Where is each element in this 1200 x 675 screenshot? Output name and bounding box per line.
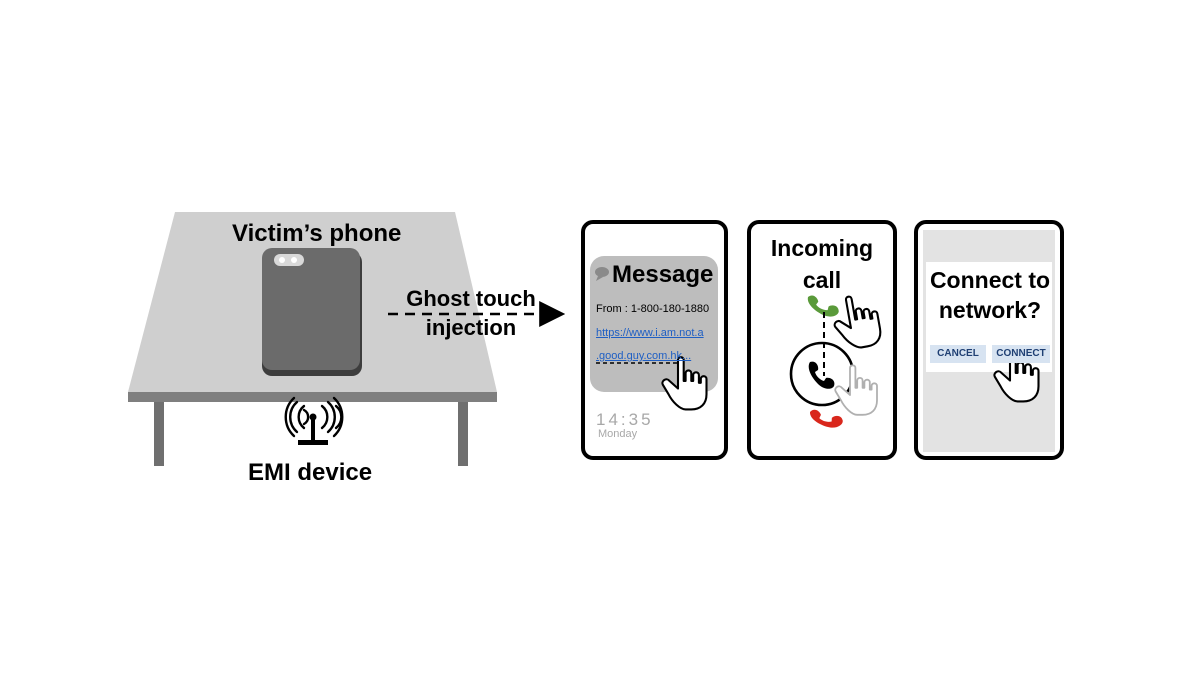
chat-bubble-icon xyxy=(595,267,609,277)
ghost-touch-line1: Ghost touch xyxy=(406,286,536,311)
network-title-line2: network? xyxy=(938,297,1042,323)
message-bubble xyxy=(590,256,718,392)
message-sender: From : 1-800-180-1880 xyxy=(596,303,710,315)
victim-phone-label: Victim’s phone xyxy=(232,220,402,247)
lockscreen-time: 14:35 xyxy=(596,410,654,429)
network-prompt-title: Connect to network? xyxy=(925,265,1055,325)
incoming-call-title: Incoming call xyxy=(752,232,892,296)
call-title-line2: call xyxy=(802,267,842,293)
antenna-base xyxy=(298,440,328,445)
phone-camera xyxy=(274,254,304,266)
network-screen xyxy=(914,220,1064,460)
table-edge xyxy=(128,392,497,402)
antenna-mast xyxy=(311,418,315,440)
call-title-line1: Incoming xyxy=(770,235,874,261)
lockscreen-day: Monday xyxy=(598,428,638,440)
emi-device-label: EMI device xyxy=(248,459,373,486)
table-leg-left xyxy=(154,402,164,466)
message-link-line1[interactable]: https://www.i.am.not.a xyxy=(596,327,704,339)
message-screen xyxy=(581,220,728,460)
phone-body xyxy=(262,248,360,370)
network-title-line1: Connect to xyxy=(929,267,1051,293)
call-screen xyxy=(747,220,897,460)
antenna-icon xyxy=(284,396,344,438)
cancel-button[interactable]: CANCEL xyxy=(930,345,986,363)
victim-phone xyxy=(262,248,362,376)
connect-button[interactable]: CONNECT xyxy=(992,345,1050,363)
camera-lens-icon xyxy=(279,257,285,263)
camera-flash-icon xyxy=(291,257,297,263)
ghost-touch-line2: injection xyxy=(425,315,517,340)
ghost-touch-label: Ghost touch injection xyxy=(396,284,546,342)
message-title: Message xyxy=(612,261,714,288)
table-leg-right xyxy=(458,402,468,466)
message-link-line2[interactable]: .good.guy.com.hk... xyxy=(596,350,692,362)
